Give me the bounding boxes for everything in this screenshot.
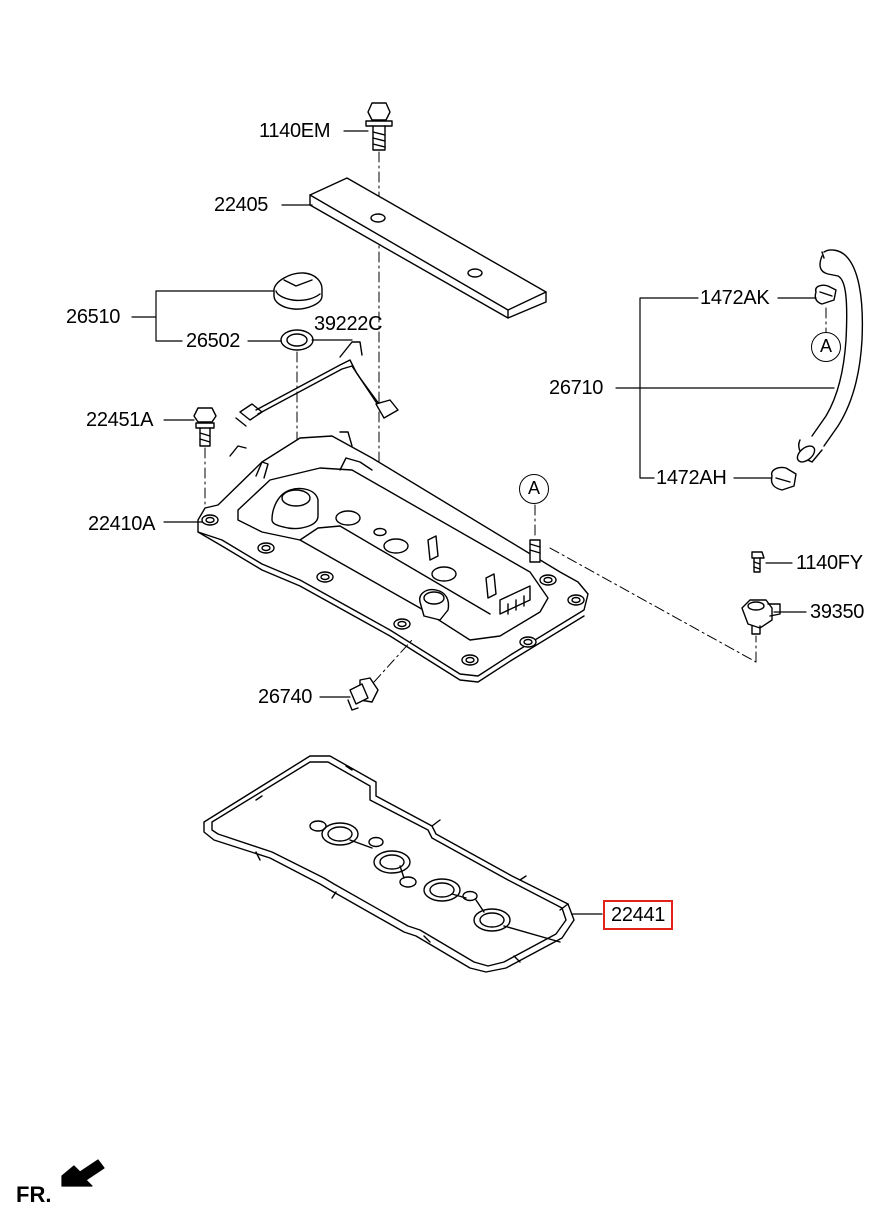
label-1140em[interactable]: 1140EM — [259, 120, 331, 142]
hose-clip-1472ah-drawing — [770, 466, 797, 491]
label-39222c[interactable]: 39222C — [314, 313, 383, 335]
oil-cap-26510-drawing — [273, 272, 323, 310]
sensor-39350-drawing — [741, 599, 781, 635]
label-1472ak[interactable]: 1472AK — [700, 287, 770, 309]
label-39350[interactable]: 39350 — [810, 601, 865, 623]
label-26740[interactable]: 26740 — [258, 686, 313, 708]
hose-clip-1472ak-drawing — [814, 284, 837, 305]
valve-cover-gasket-22441-drawing — [203, 755, 575, 973]
front-direction-arrow — [61, 1159, 105, 1187]
oil-cap-gasket-26502-drawing — [280, 329, 314, 351]
bolt-1140fy-drawing — [751, 551, 765, 573]
label-22405[interactable]: 22405 — [214, 194, 269, 216]
breather-hose-26710-drawing — [796, 249, 864, 463]
rocker-cover-22410a-drawing — [197, 431, 589, 683]
bolt-22451a-drawing — [193, 407, 217, 447]
label-22451a[interactable]: 22451A — [86, 409, 154, 431]
label-26502[interactable]: 26502 — [186, 330, 241, 352]
label-1472ah[interactable]: 1472AH — [656, 467, 727, 489]
label-22441-highlighted[interactable]: 22441 — [603, 900, 674, 930]
wiring-harness-39222c-drawing — [235, 341, 399, 427]
label-26510[interactable]: 26510 — [66, 306, 121, 328]
label-22410a[interactable]: 22410A — [88, 513, 156, 535]
callout-a-cover: A — [519, 474, 549, 504]
callout-a-hose: A — [811, 332, 841, 362]
plug-26740-drawing — [347, 677, 379, 711]
label-1140fy[interactable]: 1140FY — [796, 552, 863, 574]
leader-lines — [131, 130, 835, 915]
bolt-1140em-drawing — [365, 102, 393, 151]
front-direction-label: FR. — [16, 1182, 52, 1207]
label-26710[interactable]: 26710 — [549, 377, 604, 399]
cover-plate-22405-drawing — [309, 177, 547, 319]
